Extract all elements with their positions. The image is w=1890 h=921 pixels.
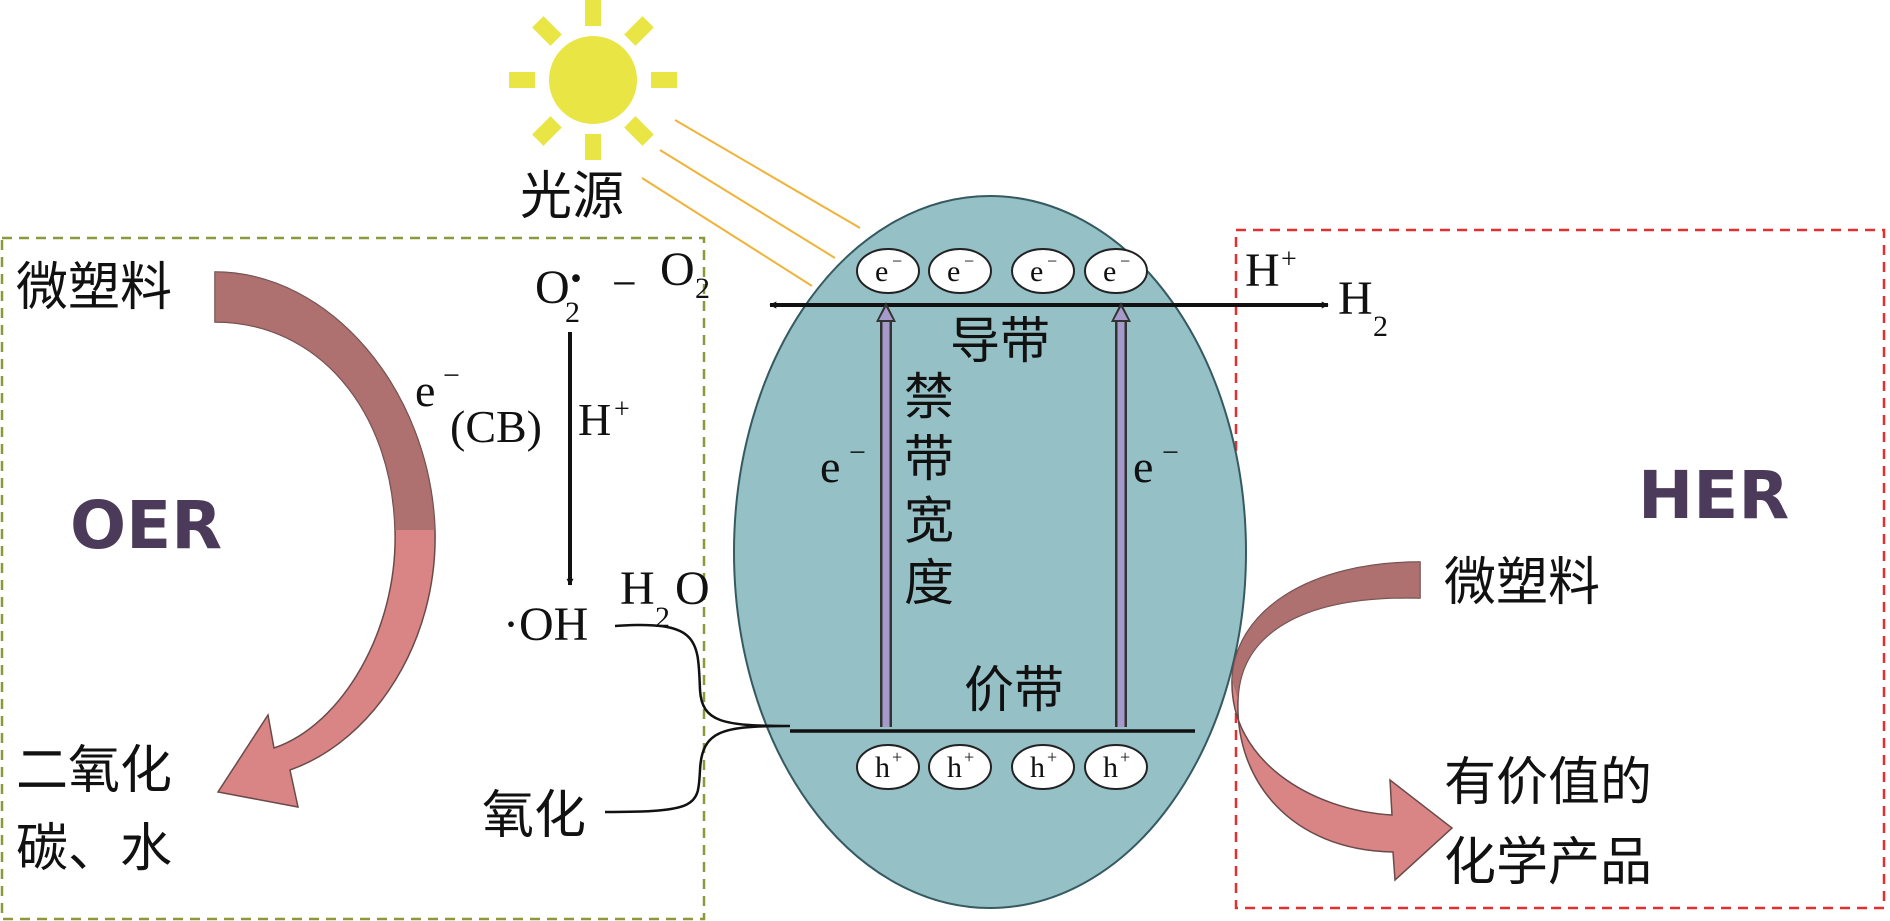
svg-text:−: − [1047,251,1057,271]
svg-text:−: − [964,251,974,271]
svg-text:−: − [1162,436,1179,469]
svg-text:e: e [1030,255,1043,288]
catalyst-particle [733,195,1247,909]
oer-curved-arrow-shade [215,272,435,530]
svg-text:−: − [892,251,902,271]
valence-band-label: 价带 [964,661,1064,719]
valuable-product-label-line1: 有价值的 [1444,753,1652,813]
svg-text:e: e [1103,255,1116,288]
svg-text:O: O [660,243,695,296]
hydroxyl-radical-label: ·OH [503,598,588,651]
svg-text:e: e [415,365,435,416]
conduction-band-label: 导带 [950,312,1050,370]
svg-text:h: h [875,751,890,784]
excitation-arrows [876,302,1131,727]
electron-bubble: e− [1084,248,1148,294]
superoxide-radical-label: O 2 · − [535,252,637,329]
oer-region-box [0,236,706,921]
svg-text:h: h [947,751,962,784]
svg-text:h: h [1030,751,1045,784]
light-source-label: 光源 [520,167,624,227]
band-gap-char: 禁 [904,368,954,426]
her-curved-arrow [1231,561,1454,882]
hole-bubble: h+ [856,744,920,790]
electron-bubble: e− [1011,248,1075,294]
left-excitation-electron-label: e − [820,436,866,492]
cb-electron-proton-label: e − (CB) H + [415,359,630,452]
band-gap-char: 带 [904,430,954,488]
svg-text:e: e [1133,441,1153,492]
svg-text:+: + [892,747,902,767]
proton-label: H + [1245,244,1297,297]
oxidation-label: 氧化 [482,786,586,846]
svg-text:H: H [578,394,611,445]
svg-text:·: · [568,252,584,305]
light-rays [641,119,861,287]
her-label: HER [1638,457,1789,534]
svg-text:+: + [614,394,630,425]
sun-icon [509,0,677,160]
svg-text:+: + [1047,747,1057,767]
hydrogen-label: H 2 [1338,272,1388,343]
svg-text:(CB): (CB) [450,401,542,452]
microplastic-left-label: 微塑料 [16,258,172,318]
svg-text:−: − [612,259,637,308]
water-label: H 2 O [620,562,710,634]
svg-text:2: 2 [1373,310,1388,343]
svg-text:h: h [1103,751,1118,784]
oer-label: OER [70,487,222,564]
svg-text:H: H [1245,244,1280,297]
co2-water-label-line1: 二氧化 [16,741,172,801]
co2-water-label-line2: 碳、水 [16,819,172,879]
svg-text:O: O [535,261,570,314]
svg-text:2: 2 [565,296,580,329]
svg-text:e: e [875,255,888,288]
svg-text:+: + [1281,244,1297,275]
svg-text:−: − [443,359,460,392]
right-excitation-electron-label: e − [1133,436,1179,492]
svg-text:−: − [849,436,866,469]
svg-text:H: H [1338,272,1373,325]
her-curved-arrow-shade [1232,562,1420,700]
svg-text:+: + [1120,747,1130,767]
band-gap-char: 度 [904,554,954,612]
hole-bubble: h+ [1011,744,1075,790]
svg-text:2: 2 [655,601,670,634]
conduction-band-electrons: e−e−e−e− [856,248,1148,294]
svg-text:2: 2 [695,272,710,305]
electron-bubble: e− [928,248,992,294]
svg-text:+: + [964,747,974,767]
svg-text:O: O [675,562,710,615]
microplastic-right-label: 微塑料 [1444,553,1600,613]
band-gap-char: 宽 [904,492,954,550]
svg-text:e: e [947,255,960,288]
svg-text:e: e [820,441,840,492]
valence-band-holes: h+h+h+h+ [856,744,1148,790]
oxidation-bracket [604,623,791,814]
hole-bubble: h+ [928,744,992,790]
oxygen-molecule-label: O 2 [660,243,710,305]
valuable-product-label-line2: 化学产品 [1444,833,1652,893]
hole-bubble: h+ [1084,744,1148,790]
electron-bubble: e− [856,248,920,294]
svg-text:H: H [620,562,655,615]
svg-text:−: − [1120,251,1130,271]
